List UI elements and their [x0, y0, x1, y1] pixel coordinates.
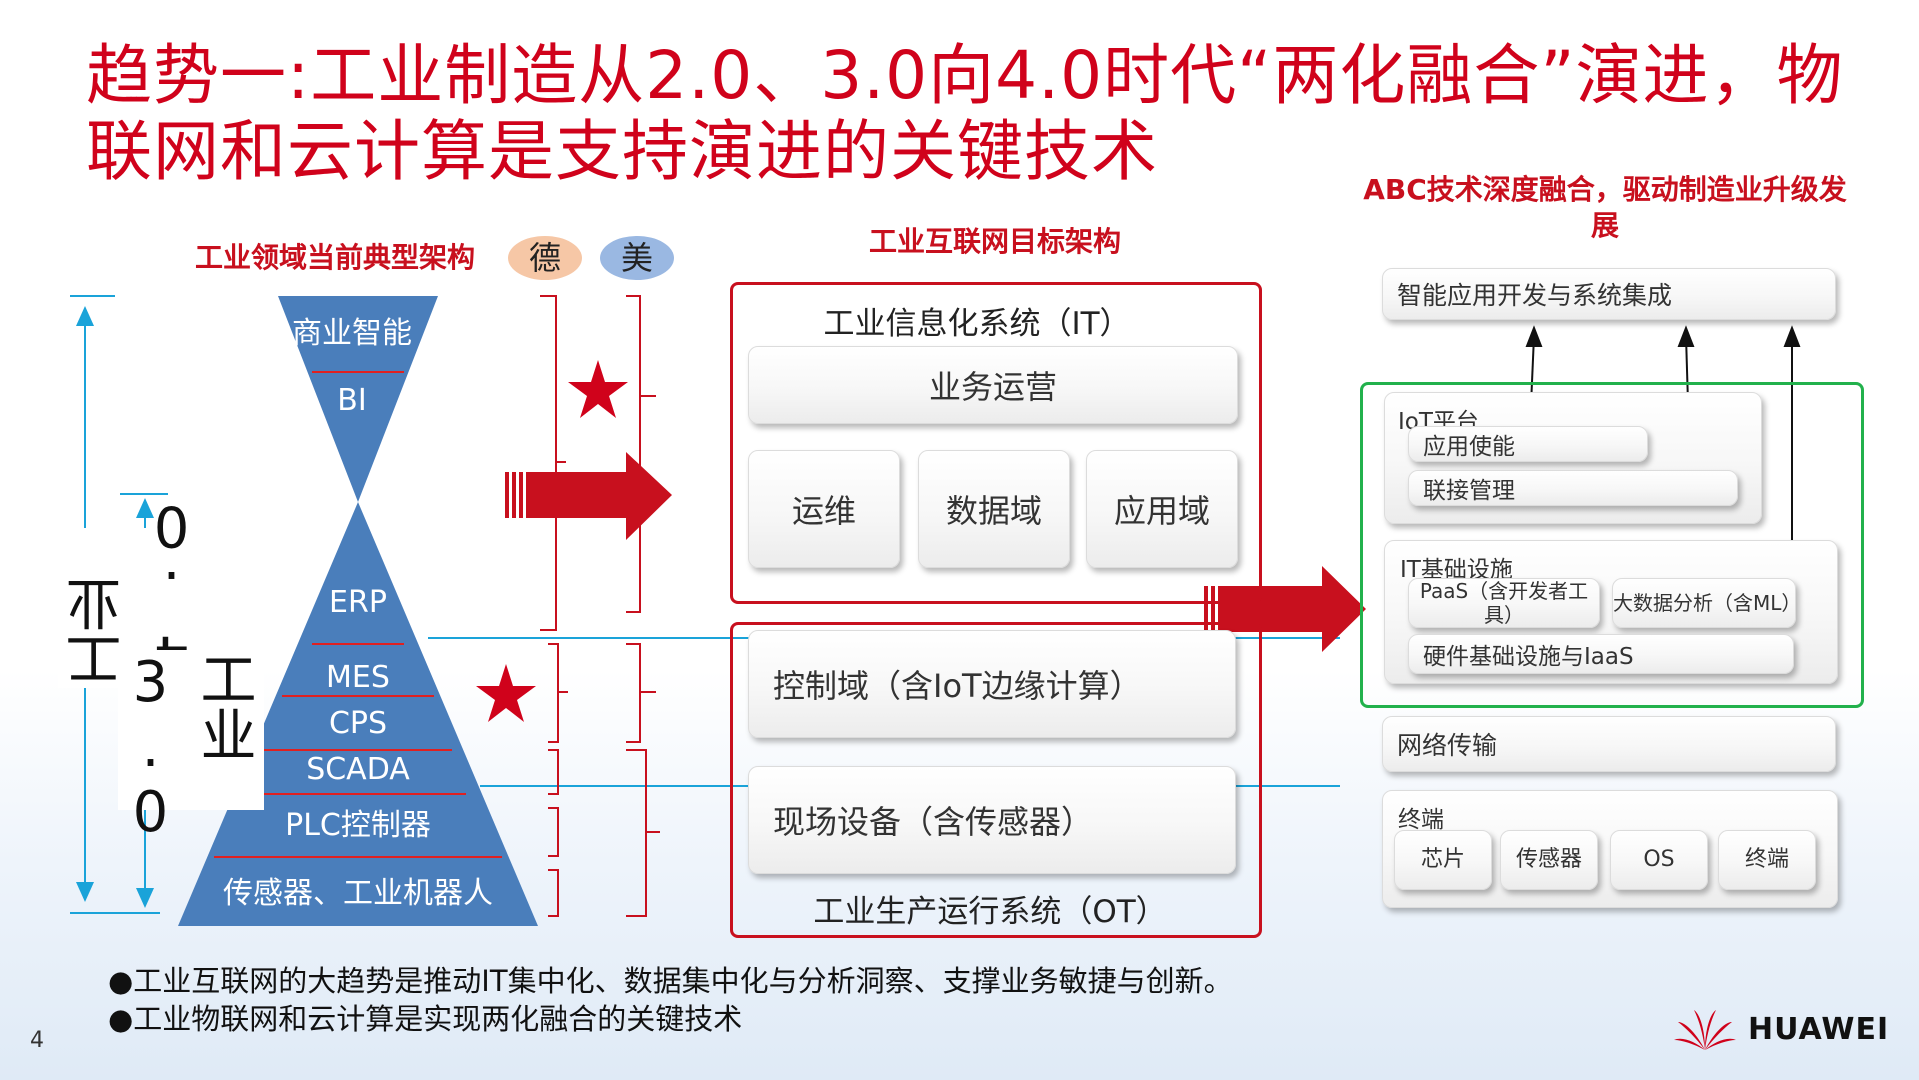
os-box: OS [1610, 830, 1708, 890]
terminal-item-box: 终端 [1718, 830, 1816, 890]
app-enable-box: 应用使能 [1408, 426, 1648, 462]
smart-app-box: 智能应用开发与系统集成 [1382, 268, 1836, 320]
it-frame [730, 282, 1262, 604]
data-domain-box: 数据域 [918, 450, 1070, 568]
paas-box: PaaS（含开发者工具） [1408, 578, 1600, 628]
layer-mes: MES [326, 660, 390, 695]
app-domain-box: 应用域 [1086, 450, 1238, 568]
bullet-1: ●工业互联网的大趋势是推动IT集中化、数据集中化与分析洞察、支撑业务敏捷与创新。 [108, 964, 1233, 998]
logo-text: HUAWEI [1748, 1012, 1890, 1047]
layer-plc: PLC控制器 [285, 808, 431, 843]
bullet-list: ●工业互联网的大趋势是推动IT集中化、数据集中化与分析洞察、支撑业务敏捷与创新。… [108, 962, 1233, 1038]
layer-bi-chinese: 商业智能 [292, 316, 412, 351]
layer-bi: BI [337, 383, 367, 418]
right-heading: ABC技术深度融合，驱动制造业升级发展 [1363, 173, 1847, 242]
bullet-2: ●工业物联网和云计算是实现两化融合的关键技术 [108, 1002, 743, 1036]
control-domain-box: 控制域（含IoT边缘计算） [748, 630, 1236, 738]
chip-box: 芯片 [1394, 830, 1492, 890]
huawei-logo-icon [1672, 1000, 1738, 1052]
bigdata-box: 大数据分析（含ML） [1612, 578, 1801, 628]
ot-title: 工业生产运行系统（OT） [813, 894, 1167, 930]
badge-de: 德 [508, 236, 582, 280]
layer-sensor-robot: 传感器、工业机器人 [223, 876, 493, 911]
left-heading: 工业领域当前典型架构 [194, 241, 475, 274]
page-number: 4 [30, 1028, 44, 1053]
conn-mgmt-box: 联接管理 [1408, 470, 1738, 506]
business-ops-box: 业务运营 [748, 346, 1238, 424]
star-icon [568, 360, 628, 418]
ops-box: 运维 [748, 450, 900, 568]
layer-scada: SCADA [306, 752, 410, 787]
star-icon-2 [476, 664, 536, 722]
top-triangle [278, 296, 438, 502]
label-industry-30: 工业3.0 [118, 650, 264, 845]
page-title: 趋势一:工业制造从2.0、3.0向4.0时代“两化融合”演进，物联网和云计算是支… [86, 37, 1844, 190]
badge-mei: 美 [600, 236, 674, 280]
bottom-triangle [178, 502, 538, 926]
hw-infra-box: 硬件基础设施与IaaS [1408, 634, 1794, 674]
green-frame [1360, 382, 1864, 708]
network-box: 网络传输 [1382, 716, 1836, 772]
terminal-label: 终端 [1398, 807, 1444, 833]
middle-heading: 工业互联网目标架构 [868, 225, 1121, 258]
layer-cps: CPS [328, 706, 388, 741]
ot-frame [730, 622, 1262, 938]
layer-erp: ERP [329, 585, 387, 620]
it-title: 工业信息化系统（IT） [823, 306, 1131, 342]
sensor-box: 传感器 [1500, 830, 1598, 890]
field-devices-box: 现场设备（含传感器） [748, 766, 1236, 874]
